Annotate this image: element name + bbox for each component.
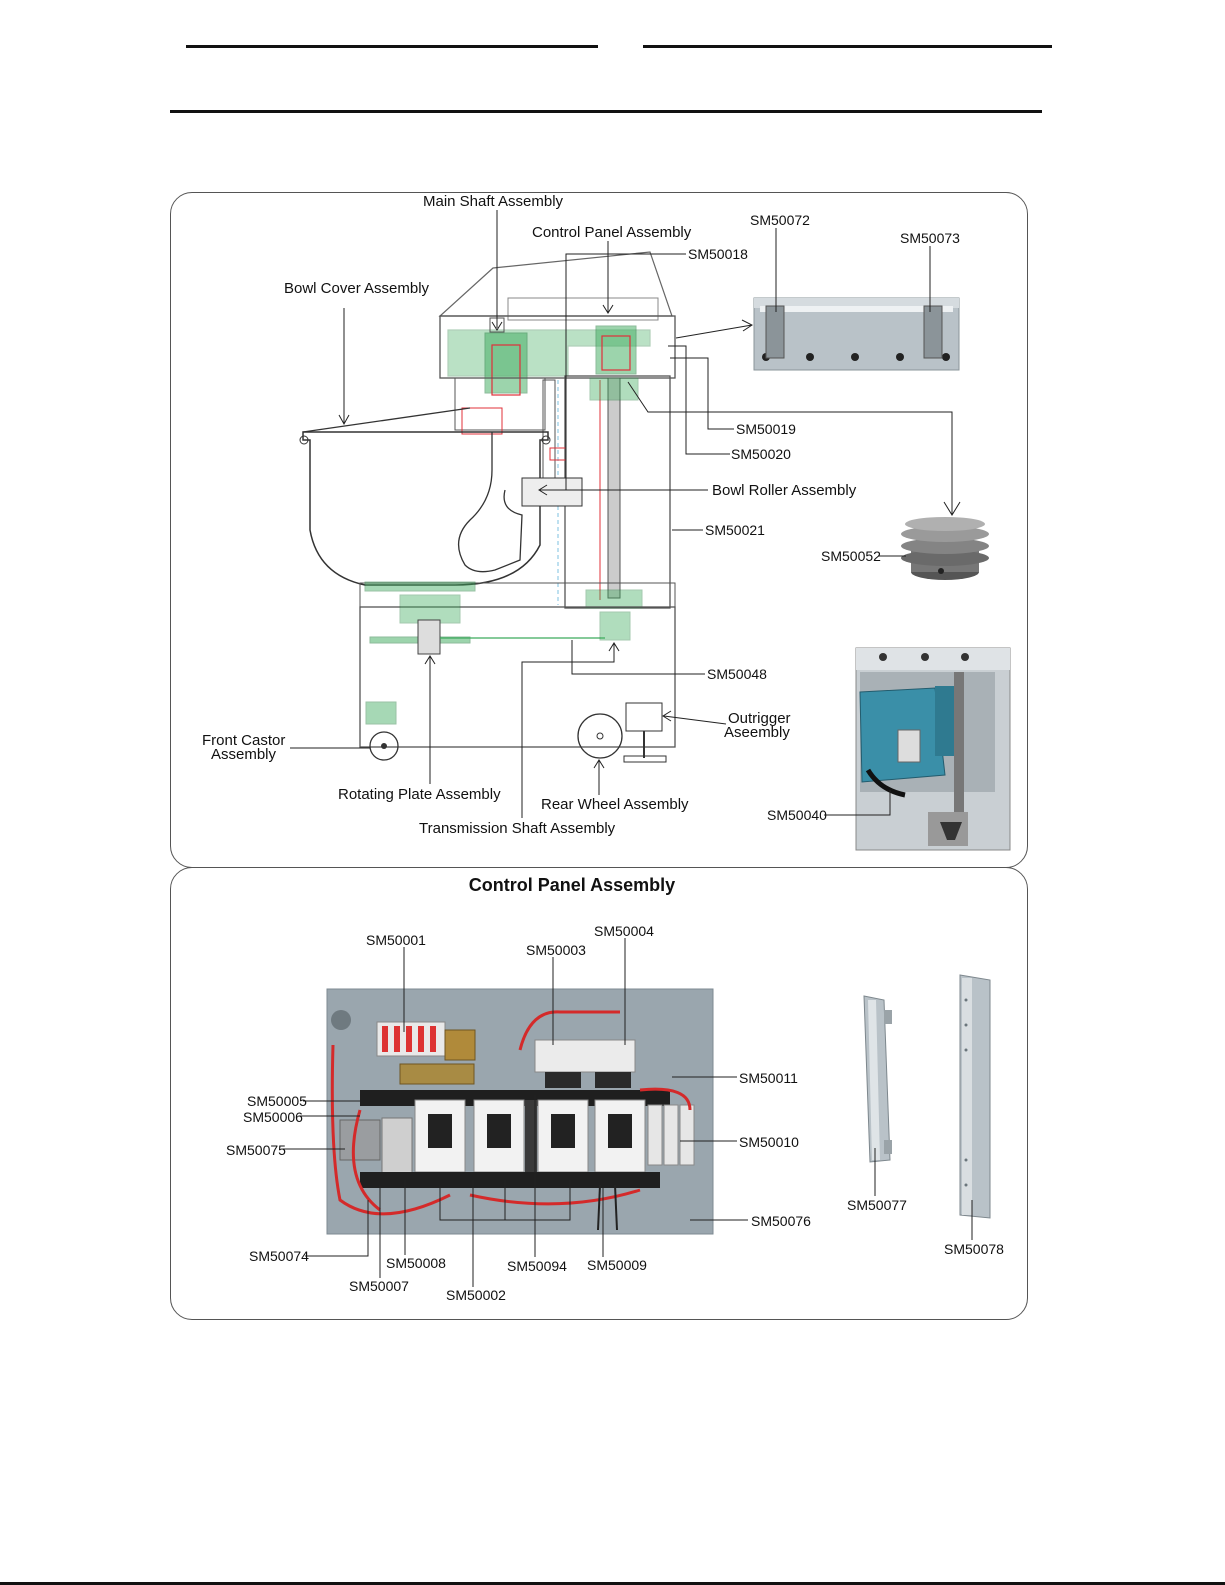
label-main-shaft-assembly: Main Shaft Assembly [423, 193, 564, 210]
code-sm50048: SM50048 [707, 666, 767, 682]
header-rule-right [643, 45, 1052, 48]
code-sm50073: SM50073 [900, 230, 960, 246]
code-sm50011: SM50011 [739, 1070, 798, 1086]
upper-leader-lines [290, 210, 961, 818]
footer-rule [0, 1582, 1225, 1585]
code-sm50076: SM50076 [751, 1213, 811, 1229]
code-sm50077: SM50077 [847, 1197, 907, 1213]
header-rule-left [186, 45, 598, 48]
code-sm50005: SM50005 [247, 1093, 307, 1109]
mixer-drawing [299, 251, 676, 763]
label-front-castor-line1: Front Castor [202, 732, 285, 749]
code-sm50040: SM50040 [767, 807, 827, 823]
code-sm50020: SM50020 [731, 446, 791, 462]
code-sm50072: SM50072 [750, 212, 810, 228]
code-sm50075: SM50075 [226, 1142, 286, 1158]
code-sm50009: SM50009 [587, 1257, 647, 1273]
label-control-panel-assembly: Control Panel Assembly [532, 224, 692, 241]
code-sm50008: SM50008 [386, 1255, 446, 1271]
code-sm50002: SM50002 [446, 1287, 506, 1303]
control-panel-title: Control Panel Assembly [469, 875, 675, 895]
code-sm50001: SM50001 [366, 932, 426, 948]
label-outrigger-line2: Aseembly [724, 724, 790, 741]
lower-leader-lines [283, 938, 973, 1287]
code-sm50018: SM50018 [688, 246, 748, 262]
hinge-bar-photo [753, 297, 960, 371]
code-sm50078: SM50078 [944, 1241, 1004, 1257]
code-sm50003: SM50003 [526, 942, 586, 958]
strip-sm50078-photo [959, 974, 991, 1219]
code-sm50021: SM50021 [705, 522, 765, 538]
code-sm50010: SM50010 [739, 1134, 799, 1150]
code-sm50004: SM50004 [594, 923, 654, 939]
label-front-castor-line2: Assembly [211, 746, 277, 763]
code-sm50006: SM50006 [243, 1109, 303, 1125]
code-sm50019: SM50019 [736, 421, 796, 437]
label-rear-wheel-assembly: Rear Wheel Assembly [541, 796, 689, 813]
label-rotating-plate-assembly: Rotating Plate Assembly [338, 786, 501, 803]
motor-photo [855, 647, 1011, 851]
label-transmission-shaft-assembly: Transmission Shaft Assembly [419, 820, 616, 837]
header-rule-main [170, 110, 1042, 113]
strip-sm50077-photo [863, 995, 892, 1163]
label-bowl-cover-assembly: Bowl Cover Assembly [284, 280, 430, 297]
code-sm50007: SM50007 [349, 1278, 409, 1294]
control-panel-photo [326, 988, 714, 1235]
label-outrigger-line1: Outrigger [728, 710, 791, 727]
label-bowl-roller-assembly: Bowl Roller Assembly [712, 482, 857, 499]
code-sm50074: SM50074 [249, 1248, 309, 1264]
code-sm50052: SM50052 [821, 548, 881, 564]
code-sm50094: SM50094 [507, 1258, 567, 1274]
pulley-photo [901, 517, 989, 580]
